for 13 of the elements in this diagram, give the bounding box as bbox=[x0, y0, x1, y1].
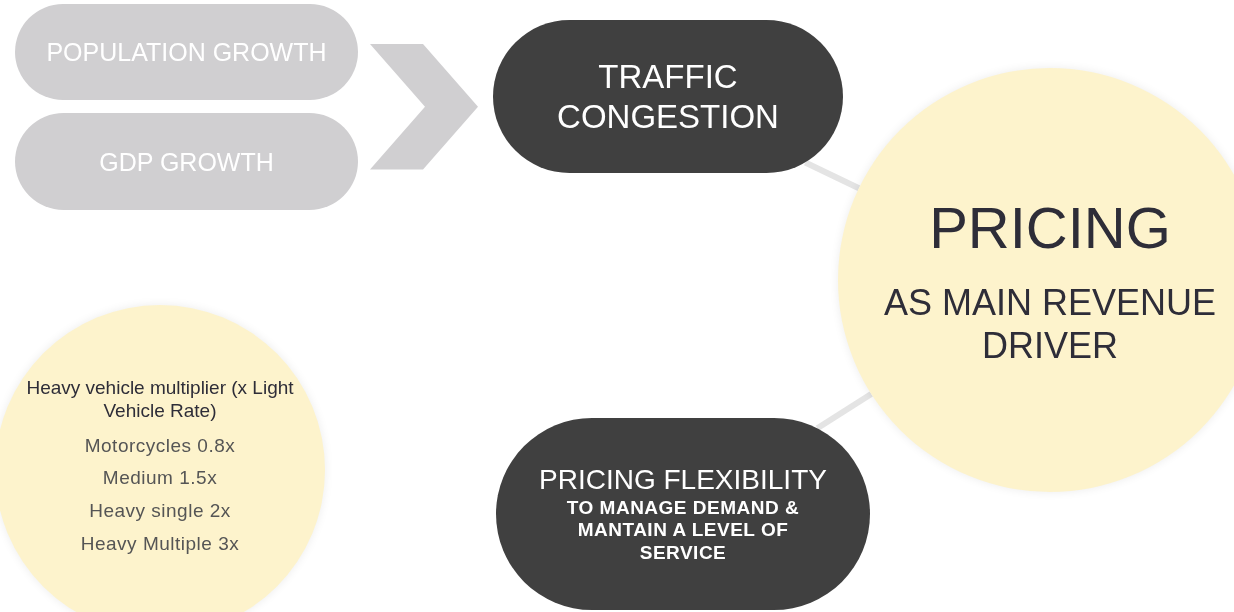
list-item: Heavy single 2x bbox=[89, 500, 231, 523]
connector-line bbox=[815, 391, 873, 431]
connector-line bbox=[803, 159, 861, 191]
list-item: Motorcycles 0.8x bbox=[84, 434, 236, 458]
list-item: Medium 1.5x bbox=[102, 467, 218, 491]
chevron-arrow bbox=[370, 44, 478, 170]
box-heading: PRICING FLEXIBILITY bbox=[539, 463, 827, 497]
circle-subtitle: AS MAIN REVENUE DRIVER bbox=[882, 280, 1218, 367]
circle-heading: PRICING bbox=[929, 194, 1171, 262]
box-subtitle: TO MANAGE DEMAND & MANTAIN A LEVEL OF SERVICE bbox=[565, 496, 801, 565]
list-item: Heavy Multiple 3x bbox=[80, 533, 240, 556]
list-heading: Heavy vehicle multiplier (x Light Vehicle Rate) bbox=[25, 377, 295, 423]
box-label: TRAFFIC CONGESTION bbox=[556, 56, 780, 137]
